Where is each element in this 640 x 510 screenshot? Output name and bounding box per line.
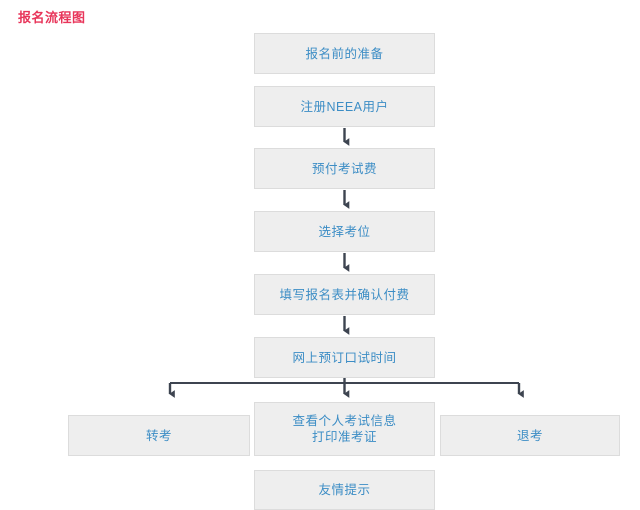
flow-node-form[interactable]: 填写报名表并确认付费 (254, 274, 435, 315)
flow-node-label: 注册NEEA用户 (300, 99, 389, 114)
flow-node-label: 预付考试费 (311, 161, 377, 176)
flow-node-label: 报名前的准备 (305, 46, 384, 61)
flow-node-transfer[interactable]: 转考 (68, 415, 250, 456)
flow-node-label: 填写报名表并确认付费 (279, 287, 410, 302)
flow-node-seat[interactable]: 选择考位 (254, 211, 435, 252)
flow-node-label: 退考 (516, 428, 543, 443)
flow-node-withdraw[interactable]: 退考 (440, 415, 620, 456)
flow-node-prep[interactable]: 报名前的准备 (254, 33, 435, 74)
flow-node-label: 友情提示 (318, 483, 371, 497)
page-title: 报名流程图 (18, 10, 86, 25)
flow-node-info[interactable]: 查看个人考试信息 打印准考证 (254, 402, 435, 456)
flow-node-label: 转考 (145, 428, 172, 443)
flow-node-oral[interactable]: 网上预订口试时间 (254, 337, 435, 378)
flow-node-label: 查看个人考试信息 (292, 414, 397, 428)
flow-node-tips[interactable]: 友情提示 (254, 470, 435, 510)
flow-node-prepay[interactable]: 预付考试费 (254, 148, 435, 189)
flow-node-label-line2: 打印准考证 (311, 430, 377, 444)
flow-node-register[interactable]: 注册NEEA用户 (254, 86, 435, 127)
flow-node-label: 选择考位 (318, 224, 371, 239)
flow-node-label: 网上预订口试时间 (292, 350, 397, 365)
